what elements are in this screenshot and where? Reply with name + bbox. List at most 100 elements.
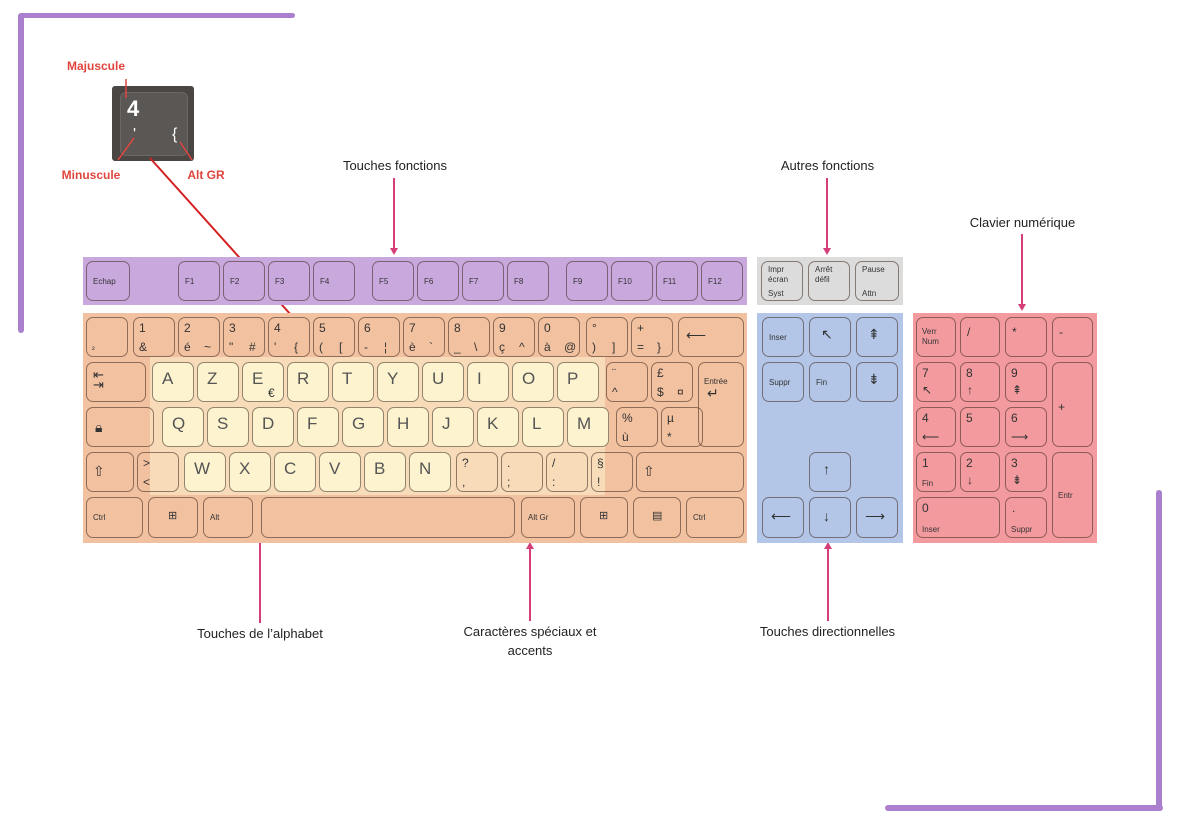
key-f12[interactable]: F12: [701, 261, 743, 301]
key-page-down[interactable]: ⇟: [856, 362, 898, 402]
key-j[interactable]: J: [432, 407, 474, 447]
key-w[interactable]: W: [184, 452, 226, 492]
key-p[interactable]: P: [557, 362, 599, 402]
key-num-9[interactable]: 9⇞: [1005, 362, 1047, 402]
key-num-2[interactable]: 2↓: [960, 452, 1000, 492]
key-num-dot[interactable]: .Suppr: [1005, 497, 1047, 538]
key-mu[interactable]: µ*: [661, 407, 703, 447]
key-period[interactable]: .;: [501, 452, 543, 492]
key-slash[interactable]: /:: [546, 452, 588, 492]
key-plus[interactable]: +=}: [631, 317, 673, 357]
key-f2[interactable]: F2: [223, 261, 265, 301]
key-q[interactable]: Q: [162, 407, 204, 447]
key-5[interactable]: 5([: [313, 317, 355, 357]
key-s[interactable]: S: [207, 407, 249, 447]
key-n[interactable]: N: [409, 452, 451, 492]
key-inser[interactable]: Inser: [762, 317, 804, 357]
key-windows-right[interactable]: ⊞: [580, 497, 628, 538]
key-num-6[interactable]: 6⟶: [1005, 407, 1047, 447]
key-square[interactable]: ²: [86, 317, 128, 357]
key-1[interactable]: 1&: [133, 317, 175, 357]
key-suppr[interactable]: Suppr: [762, 362, 804, 402]
key-f10[interactable]: F10: [611, 261, 653, 301]
key-less-than[interactable]: ><: [137, 452, 179, 492]
key-t[interactable]: T: [332, 362, 374, 402]
key-l[interactable]: L: [522, 407, 564, 447]
key-8[interactable]: 8_\: [448, 317, 490, 357]
key-d[interactable]: D: [252, 407, 294, 447]
key-f3[interactable]: F3: [268, 261, 310, 301]
key-windows-left[interactable]: ⊞: [148, 497, 198, 538]
key-impr-ecran[interactable]: Impr écran Syst: [761, 261, 803, 301]
key-f8[interactable]: F8: [507, 261, 549, 301]
key-x[interactable]: X: [229, 452, 271, 492]
key-arrow-right[interactable]: ⟶: [856, 497, 898, 538]
key-backspace[interactable]: ⟵: [678, 317, 744, 357]
key-f4[interactable]: F4: [313, 261, 355, 301]
key-f9[interactable]: F9: [566, 261, 608, 301]
key-percent[interactable]: %ù: [616, 407, 658, 447]
key-arrow-up[interactable]: ↑: [809, 452, 851, 492]
key-c[interactable]: C: [274, 452, 316, 492]
key-section[interactable]: §!: [591, 452, 633, 492]
key-num-entr[interactable]: Entr: [1052, 452, 1093, 538]
key-y[interactable]: Y: [377, 362, 419, 402]
key-f5[interactable]: F5: [372, 261, 414, 301]
key-g[interactable]: G: [342, 407, 384, 447]
key-num-8[interactable]: 8↑: [960, 362, 1000, 402]
key-u[interactable]: U: [422, 362, 464, 402]
key-f11[interactable]: F11: [656, 261, 698, 301]
key-shift-right[interactable]: ⇧: [636, 452, 744, 492]
key-k[interactable]: K: [477, 407, 519, 447]
key-num-7[interactable]: 7↖: [916, 362, 956, 402]
key-3[interactable]: 3"#: [223, 317, 265, 357]
key-o[interactable]: O: [512, 362, 554, 402]
key-degree[interactable]: °)]: [586, 317, 628, 357]
key-dollar[interactable]: £$¤: [651, 362, 693, 402]
key-menu[interactable]: ▤: [633, 497, 681, 538]
key-question[interactable]: ?,: [456, 452, 498, 492]
key-entree[interactable]: Entrée↵: [698, 362, 744, 447]
key-f7[interactable]: F7: [462, 261, 504, 301]
key-num-slash[interactable]: /: [960, 317, 1000, 357]
key-6[interactable]: 6-¦: [358, 317, 400, 357]
key-f1[interactable]: F1: [178, 261, 220, 301]
key-f[interactable]: F: [297, 407, 339, 447]
key-arret-defil[interactable]: Arrêt défil: [808, 261, 850, 301]
key-shift-left[interactable]: ⇧: [86, 452, 134, 492]
key-fin[interactable]: Fin: [809, 362, 851, 402]
key-num-3[interactable]: 3⇟: [1005, 452, 1047, 492]
key-num-star[interactable]: *: [1005, 317, 1047, 357]
key-pause[interactable]: Pause Attn: [855, 261, 899, 301]
key-capslock[interactable]: 🔒︎: [86, 407, 154, 447]
key-tab[interactable]: ⇤⇥: [86, 362, 146, 402]
key-m[interactable]: M: [567, 407, 609, 447]
key-r[interactable]: R: [287, 362, 329, 402]
key-ctrl-right[interactable]: Ctrl: [686, 497, 744, 538]
key-page-up[interactable]: ⇞: [856, 317, 898, 357]
key-z[interactable]: Z: [197, 362, 239, 402]
key-ctrl-left[interactable]: Ctrl: [86, 497, 143, 538]
key-e[interactable]: E€: [242, 362, 284, 402]
key-space[interactable]: [261, 497, 515, 538]
key-altgr[interactable]: Alt Gr: [521, 497, 575, 538]
key-num-minus[interactable]: -: [1052, 317, 1093, 357]
key-v[interactable]: V: [319, 452, 361, 492]
key-f6[interactable]: F6: [417, 261, 459, 301]
key-num-5[interactable]: 5: [960, 407, 1000, 447]
key-b[interactable]: B: [364, 452, 406, 492]
key-i[interactable]: I: [467, 362, 509, 402]
key-arrow-down[interactable]: ↓: [809, 497, 851, 538]
key-home[interactable]: ↖: [809, 317, 851, 357]
key-alt[interactable]: Alt: [203, 497, 253, 538]
key-a[interactable]: A: [152, 362, 194, 402]
key-num-4[interactable]: 4⟵: [916, 407, 956, 447]
key-h[interactable]: H: [387, 407, 429, 447]
key-4[interactable]: 4'{: [268, 317, 310, 357]
